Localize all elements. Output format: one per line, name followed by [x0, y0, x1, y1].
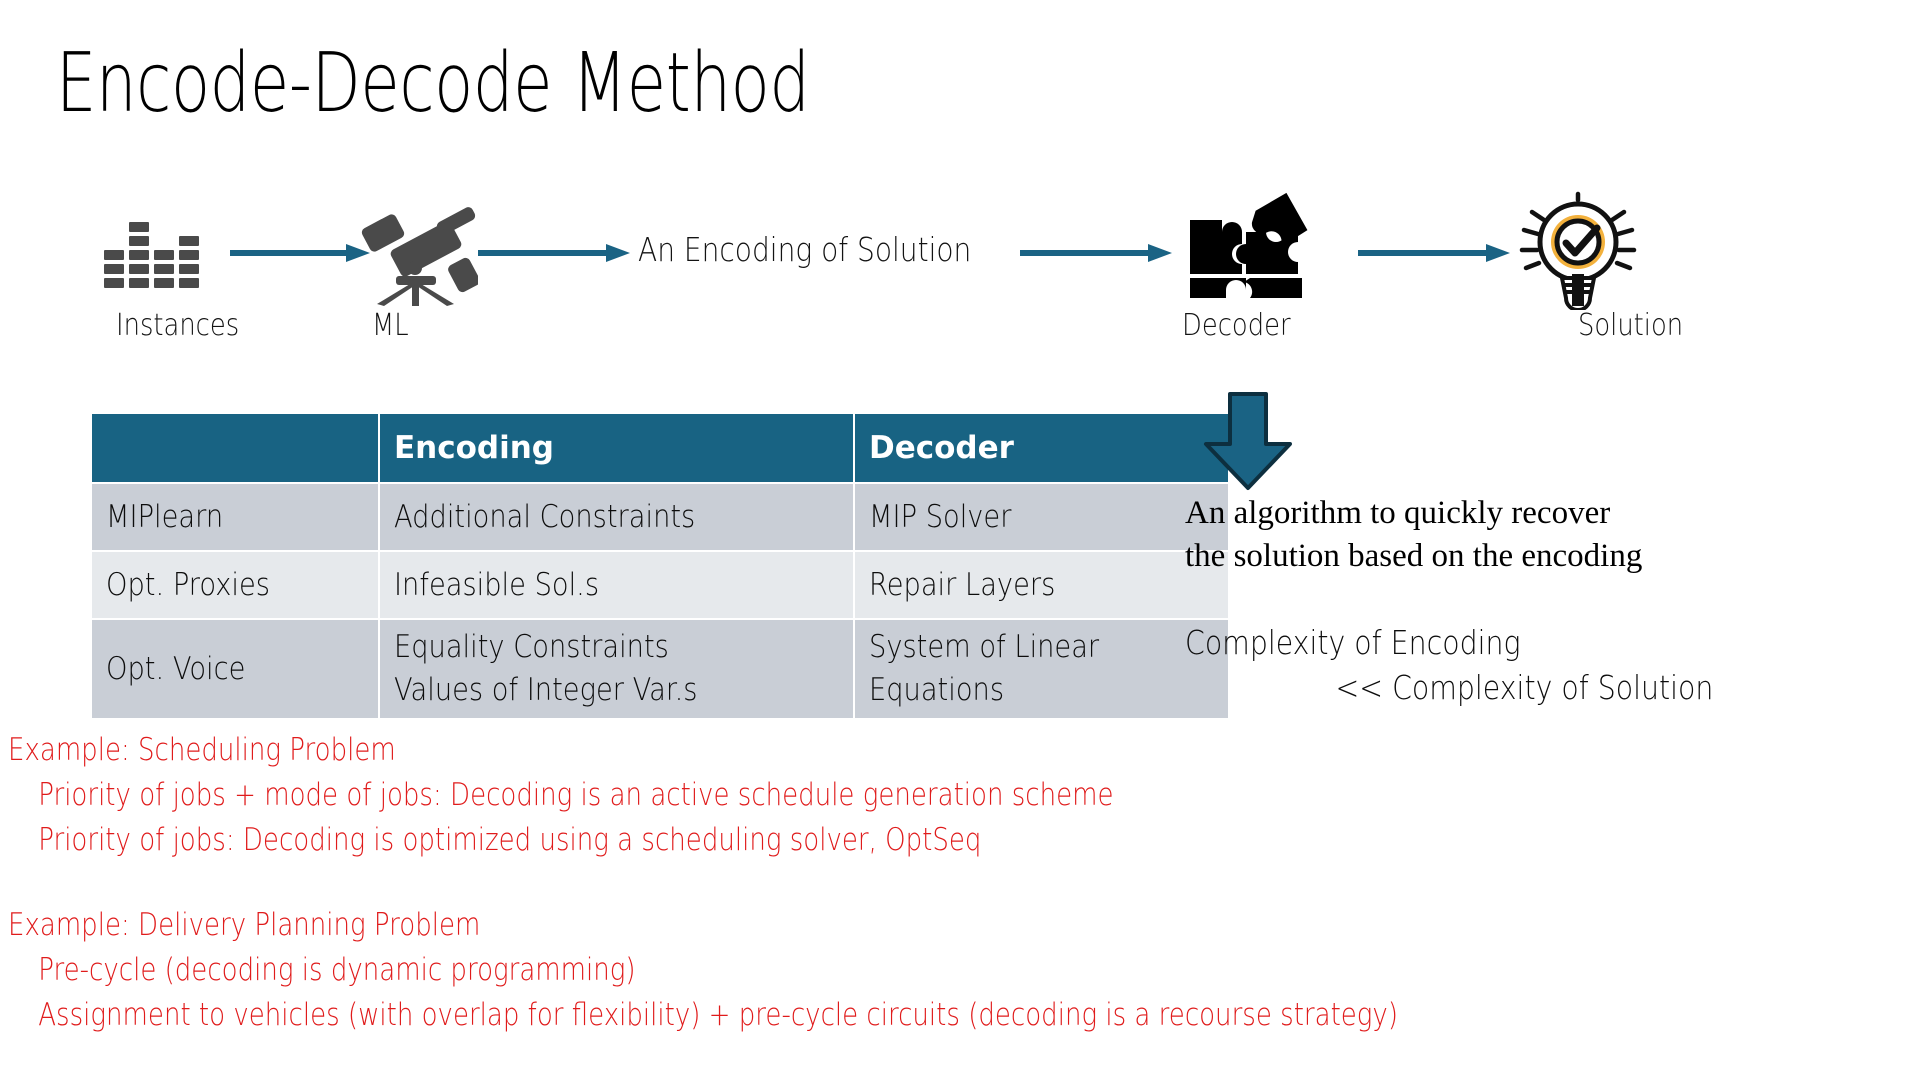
page-title: Encode-Decode Method	[56, 36, 810, 131]
arrow-right-icon-4	[1358, 244, 1510, 262]
cell-decoder: System of Linear Equations	[869, 629, 1100, 708]
lightbulb-check-icon	[1510, 186, 1646, 315]
encoding-of-solution-label: An Encoding of Solution	[638, 230, 972, 269]
cell-method-name: MIPlearn	[106, 498, 224, 535]
arrow-down-icon	[1204, 392, 1292, 490]
complexity-line-1: Complexity of Encoding	[1185, 623, 1521, 662]
example-line: Priority of jobs: Decoding is optimized …	[38, 822, 982, 858]
table-header-blank	[92, 414, 378, 482]
example-heading: Example: Scheduling Problem	[8, 732, 396, 768]
arrow-right-icon-1	[230, 244, 370, 262]
table-header-encoding: Encoding	[380, 414, 853, 482]
cell-decoder: MIP Solver	[869, 498, 1012, 535]
telescope-icon	[358, 190, 480, 313]
flow-label-decoder: Decoder	[1182, 308, 1291, 343]
cell-method-name: Opt. Proxies	[106, 566, 270, 603]
cell-encoding: Infeasible Sol.s	[394, 566, 600, 603]
algorithm-note: An algorithm to quickly recover the solu…	[1185, 495, 1643, 574]
example-line: Assignment to vehicles (with overlap for…	[38, 997, 1399, 1033]
cell-encoding: Additional Constraints	[394, 498, 696, 535]
table-row: MIPlearn Additional Constraints MIP Solv…	[92, 484, 1228, 550]
arrow-right-icon-2	[478, 244, 630, 262]
table-header-row: Encoding Decoder	[92, 414, 1228, 482]
example-heading: Example: Delivery Planning Problem	[8, 907, 481, 943]
flow-diagram: Instances	[0, 170, 1920, 390]
flow-label-instances: Instances	[116, 308, 240, 343]
example-line: Priority of jobs + mode of jobs: Decodin…	[38, 777, 1114, 813]
cell-method-name: Opt. Voice	[106, 650, 246, 687]
table-row: Opt. Voice Equality Constraints Values o…	[92, 620, 1228, 718]
flow-label-ml: ML	[372, 308, 409, 343]
table-row: Opt. Proxies Infeasible Sol.s Repair Lay…	[92, 552, 1228, 618]
example-block-scheduling: Example: Scheduling Problem Priority of …	[8, 728, 1114, 863]
complexity-line-2: << Complexity of Solution	[1335, 668, 1714, 707]
flow-label-solution: Solution	[1578, 308, 1684, 343]
cell-decoder: Repair Layers	[869, 566, 1056, 603]
complexity-note: Complexity of Encoding << Complexity of …	[1185, 620, 1713, 710]
table-header-decoder: Decoder	[855, 414, 1228, 482]
cell-encoding: Equality Constraints Values of Integer V…	[394, 629, 698, 708]
example-line: Pre-cycle (decoding is dynamic programmi…	[38, 952, 636, 988]
example-block-delivery: Example: Delivery Planning Problem Pre-c…	[8, 903, 1398, 1038]
arrow-right-icon-3	[1020, 244, 1172, 262]
puzzle-icon	[1186, 180, 1316, 303]
comparison-table: Encoding Decoder MIPlearn Additional Con…	[90, 412, 1230, 720]
